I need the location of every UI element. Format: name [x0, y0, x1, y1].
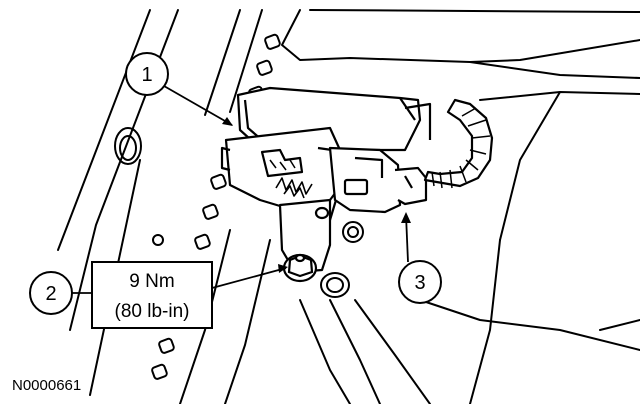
- wiring-harness: [423, 98, 494, 189]
- mounting-bolt: [282, 253, 318, 283]
- frame-round-holes: [114, 127, 364, 298]
- callout-2-label: 2: [45, 283, 56, 305]
- callout-1-label: 1: [141, 64, 152, 86]
- leader-arrowheads: [222, 117, 411, 273]
- torque-spec-box: 9 Nm (80 lb-in): [72, 261, 213, 329]
- callout-3: 3: [398, 260, 442, 304]
- torque-imperial: (80 lb-in): [115, 301, 190, 322]
- electrical-connector: [328, 146, 428, 214]
- callout-2: 2: [29, 271, 73, 315]
- mounting-bracket: [278, 146, 338, 274]
- figure-id: N0000661: [12, 377, 81, 394]
- torque-metric: 9 Nm: [129, 271, 174, 292]
- callout-3-circle: [398, 260, 442, 304]
- callout-1: 1: [125, 52, 169, 96]
- callout-3-label: 3: [414, 272, 425, 294]
- callout-1-circle: [125, 52, 169, 96]
